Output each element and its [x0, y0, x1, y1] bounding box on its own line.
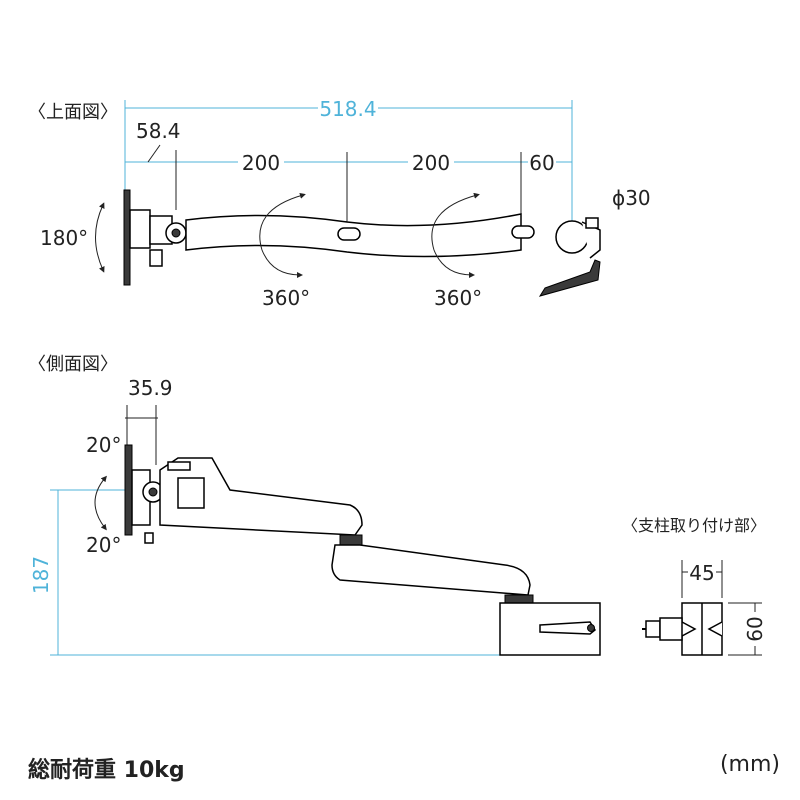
tilt-arrow	[94, 475, 107, 531]
dim-pole-label: ϕ30	[612, 186, 651, 210]
side-clamp-block	[499, 602, 601, 656]
dim-plate-depth	[125, 405, 158, 465]
rotate-360-arrow-1	[259, 192, 306, 278]
side-arm-upper	[159, 457, 363, 536]
side-knob	[167, 461, 191, 471]
unit-label: (mm)	[719, 752, 780, 777]
side-view-heading: 〈側面図〉	[28, 354, 118, 375]
rotate-360-label-1: 360°	[262, 286, 310, 310]
top-arm-1-slot	[337, 227, 361, 241]
side-joint	[177, 477, 205, 509]
dim-plate-depth-label: 35.9	[128, 376, 173, 400]
side-link	[339, 534, 363, 546]
dim-clamp-width-label: 45	[689, 561, 714, 585]
dim-total: 518.4	[124, 97, 573, 240]
dim-clamp-width	[681, 560, 723, 598]
total-load-label: 総耐荷重 10kg	[28, 758, 185, 783]
dim-end-label: 60	[529, 151, 554, 175]
dim-height-label: 187	[29, 556, 53, 594]
rotate-360-label-2: 360°	[434, 286, 482, 310]
dim-clamp-height-label: 60	[743, 616, 767, 641]
rotate-180-arrow	[95, 202, 105, 273]
dim-segments	[125, 144, 572, 225]
dim-arm1-label: 200	[242, 151, 280, 175]
top-pole-clamp	[538, 217, 601, 297]
top-vesa-plate	[123, 189, 187, 286]
rotate-180-label: 180°	[40, 226, 88, 250]
dim-plate-label: 58.4	[136, 119, 181, 143]
top-view-heading: 〈上面図〉	[28, 102, 118, 123]
rotate-360-arrow-2	[431, 192, 480, 278]
dim-arm2-label: 200	[412, 151, 450, 175]
tilt-down-label: 20°	[86, 533, 121, 557]
clamp-front-view	[642, 602, 723, 656]
side-arm-lower	[331, 544, 531, 596]
dim-height	[50, 489, 500, 656]
side-link-2	[504, 594, 534, 604]
tilt-up-label: 20°	[86, 433, 121, 457]
dim-total-label: 518.4	[319, 97, 376, 121]
top-arm-2-slot	[511, 225, 535, 239]
dim-clamp-height	[728, 602, 762, 656]
clamp-view-heading: 〈支柱取り付け部〉	[622, 516, 766, 535]
side-vesa-plate	[124, 444, 164, 544]
